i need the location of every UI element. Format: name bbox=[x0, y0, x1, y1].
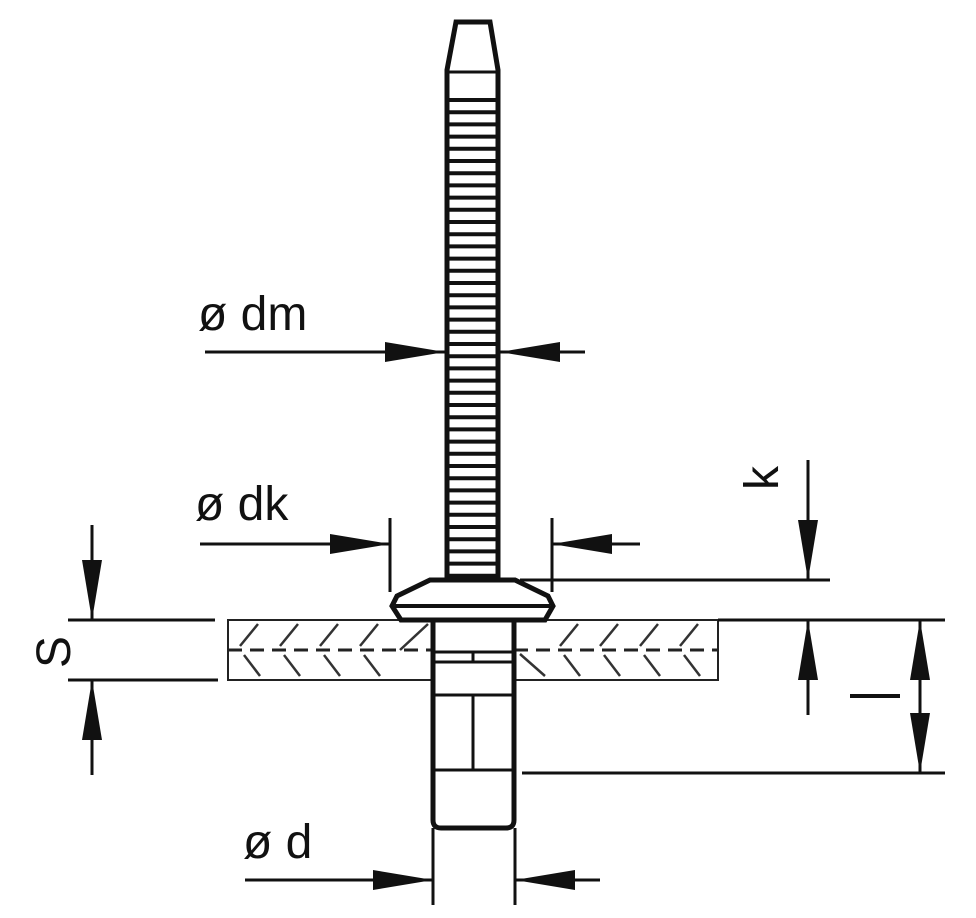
label-dm: ø dm bbox=[198, 288, 307, 341]
rivet-body bbox=[430, 620, 517, 831]
dimension-l: l bbox=[522, 618, 945, 775]
hatch-line bbox=[399, 623, 429, 651]
label-k: k bbox=[736, 465, 789, 490]
dimension-k: k bbox=[520, 460, 830, 715]
hatch-line bbox=[319, 623, 339, 647]
dimension-dm: ø dm bbox=[198, 288, 585, 362]
dimension-d: ø d bbox=[243, 816, 600, 905]
dimension-dk: ø dk bbox=[195, 478, 640, 592]
hatch-line bbox=[283, 654, 301, 677]
hatch-line bbox=[683, 654, 701, 677]
dimension-s: S bbox=[28, 525, 218, 775]
hatch-line bbox=[323, 654, 341, 677]
hatch-line bbox=[363, 654, 381, 677]
label-d: ø d bbox=[243, 816, 312, 869]
label-dk: ø dk bbox=[195, 478, 289, 531]
mandrel bbox=[444, 19, 501, 588]
hatch-line bbox=[519, 653, 546, 677]
hatch-line bbox=[679, 623, 699, 647]
hatch-line bbox=[639, 623, 659, 647]
hatch-line bbox=[279, 623, 299, 647]
hatch-line bbox=[603, 654, 621, 677]
hatch-line bbox=[643, 654, 661, 677]
hatch-line bbox=[243, 654, 261, 677]
hatch-line bbox=[239, 623, 259, 647]
hatch-line bbox=[599, 623, 619, 647]
label-s: S bbox=[28, 636, 81, 668]
rivet-head bbox=[389, 577, 556, 623]
hatch-line bbox=[559, 623, 579, 647]
hatch-line bbox=[359, 623, 379, 647]
hatch-line bbox=[563, 654, 581, 677]
